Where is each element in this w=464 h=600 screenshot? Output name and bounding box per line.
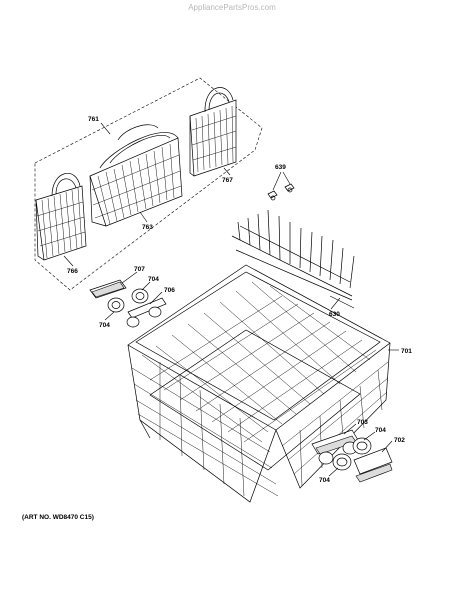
center-basket <box>89 124 183 227</box>
callout-706: 706 <box>164 287 175 294</box>
right-wheel-assembly <box>311 429 393 483</box>
callout-702: 702 <box>394 437 405 444</box>
left-wheel-assembly <box>89 279 167 328</box>
callout-703: 703 <box>357 419 368 426</box>
small-basket-right <box>189 87 237 177</box>
callout-704-c: 704 <box>375 427 386 434</box>
basket-group-boundary <box>34 77 263 291</box>
callout-763: 763 <box>142 224 153 231</box>
callout-704-b: 704 <box>99 322 110 329</box>
callout-704-a: 704 <box>148 276 159 283</box>
leader-lines <box>63 122 399 477</box>
art-number: (ART NO. WD8470 C15) <box>22 514 94 521</box>
callout-630: 630 <box>329 311 340 318</box>
clip-parts <box>267 171 295 201</box>
callout-766: 766 <box>67 268 78 275</box>
callout-761: 761 <box>88 116 99 123</box>
watermark: AppliancePartsPros.com <box>188 3 276 12</box>
small-basket-left <box>35 173 87 261</box>
callout-701: 701 <box>401 348 412 355</box>
callout-704-d: 704 <box>319 477 330 484</box>
callout-707: 707 <box>134 266 145 273</box>
callout-639: 639 <box>275 164 286 171</box>
tine-rack <box>231 209 355 309</box>
lower-rack <box>127 264 391 503</box>
callout-767: 767 <box>222 177 233 184</box>
